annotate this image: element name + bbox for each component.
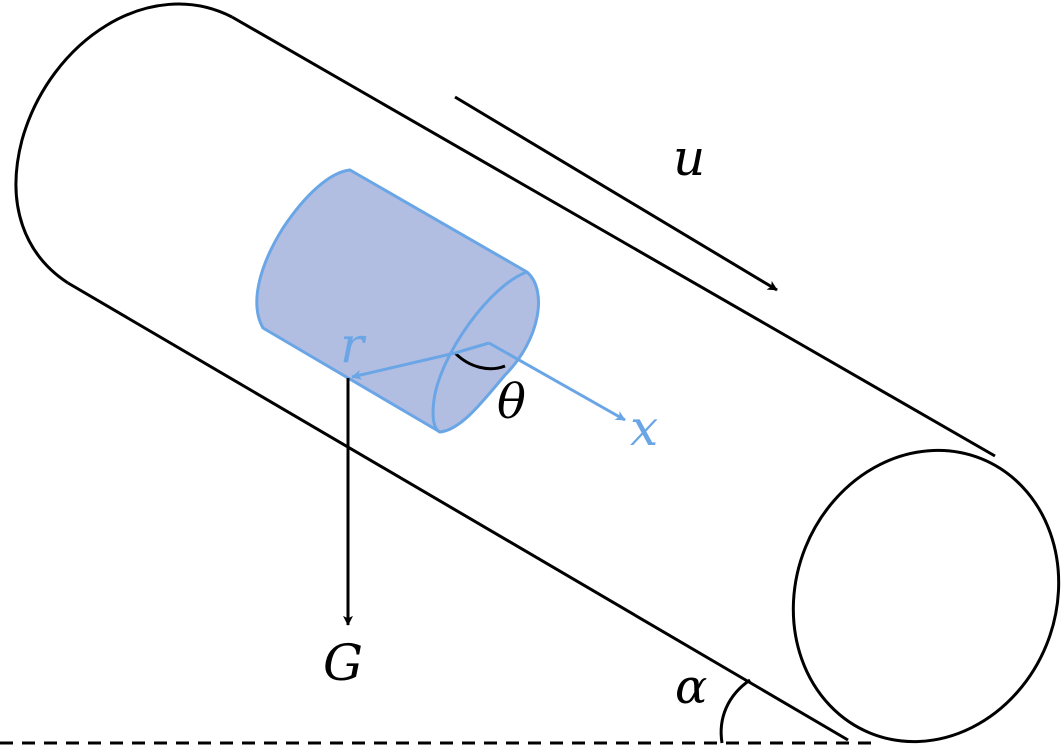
- pipe-bottom-edge: [67, 281, 849, 742]
- pipe-top-edge: [231, 15, 996, 458]
- fluid-element-body: [255, 168, 540, 434]
- label-g: G: [323, 634, 363, 692]
- label-alpha: α: [675, 659, 707, 715]
- label-u: u: [673, 129, 705, 187]
- pipe-front-end: [791, 448, 1061, 744]
- pipe-back-rim: [14, 2, 233, 285]
- fluid-element-end-face: [431, 270, 528, 434]
- label-r: r: [340, 316, 367, 374]
- theta-arc: [453, 351, 506, 371]
- theta-reference-line: [454, 341, 490, 355]
- alpha-arc: [719, 678, 751, 744]
- flow-arrow: [454, 95, 778, 292]
- x-axis-arrow: [488, 341, 626, 422]
- label-theta: θ: [497, 374, 526, 430]
- label-x: x: [630, 399, 658, 457]
- radius-arrow: [351, 351, 456, 380]
